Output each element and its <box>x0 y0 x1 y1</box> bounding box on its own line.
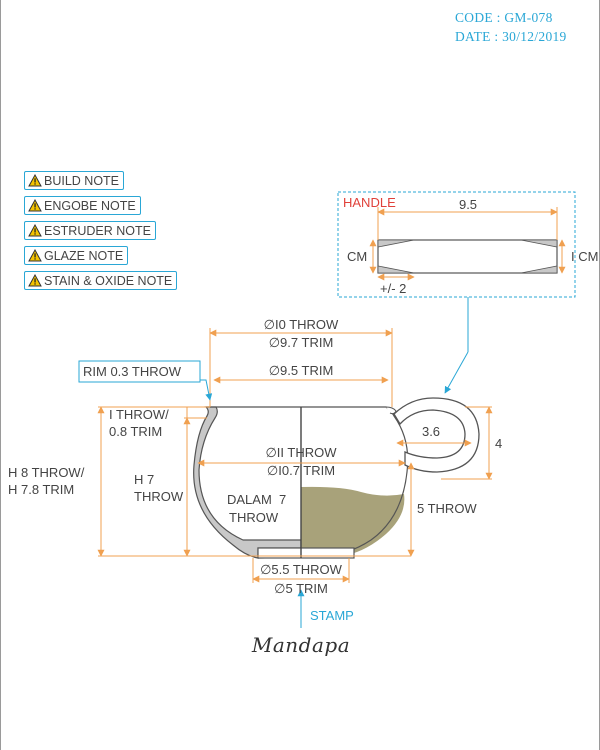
engobe-note-button[interactable]: ENGOBE NOTE <box>24 196 141 215</box>
code-label: CODE : GM-078 <box>455 10 553 25</box>
note-label: ESTRUDER NOTE <box>44 223 151 238</box>
foot-throw-label: ∅5.5 THROW <box>260 562 342 577</box>
handle-left-unit: CM <box>347 249 368 264</box>
warning-icon <box>28 174 42 187</box>
top-throw-label: ∅I0 THROW <box>263 317 339 332</box>
header-info: CODE : GM-078 DATE : 30/12/2019 <box>455 8 567 46</box>
handle-detail-box <box>337 191 576 298</box>
inner-height-throw: THROW <box>134 489 184 504</box>
rim-leader <box>200 379 213 401</box>
cup-section <box>193 406 409 559</box>
foot-trim-label: ∅5 TRIM <box>274 581 328 596</box>
note-label: GLAZE NOTE <box>44 248 124 263</box>
note-label: STAIN & OXIDE NOTE <box>44 273 173 288</box>
rim-label: RIM 0.3 THROW <box>83 364 181 379</box>
handle-height-label: 4 <box>495 436 503 451</box>
note-label: ENGOBE NOTE <box>44 198 136 213</box>
rim-label-box <box>78 360 201 383</box>
handle-leader-arrow <box>444 351 469 394</box>
body-throw-label: ∅II THROW <box>265 445 337 460</box>
handle-tolerance: +/- 2 <box>380 281 407 296</box>
handle-length-dimension <box>369 207 566 281</box>
lip-trim-label: 0.8 TRIM <box>109 424 163 439</box>
lip-throw-label: I THROW/ <box>109 407 169 422</box>
stamp-label: STAMP <box>310 608 354 623</box>
estruder-note-button[interactable]: ESTRUDER NOTE <box>24 221 156 240</box>
total-height-trim: H 7.8 TRIM <box>8 482 75 497</box>
stain-oxide-note-button[interactable]: STAIN & OXIDE NOTE <box>24 271 178 290</box>
handle-length-label: 9.5 <box>458 197 478 212</box>
glaze-note-button[interactable]: GLAZE NOTE <box>24 246 129 265</box>
handle-cross-section <box>377 239 558 274</box>
warning-icon <box>28 249 42 262</box>
handle-right-unit: I CM <box>571 249 599 264</box>
warning-icon <box>28 224 42 237</box>
date-label: DATE : 30/12/2019 <box>455 29 567 44</box>
lower-throw-label: 5 THROW <box>417 501 477 516</box>
depth-label: DALAM 7 <box>227 492 287 507</box>
body-trim-label: ∅I0.7 TRIM <box>266 463 336 478</box>
inner-height-h: H 7 <box>134 472 155 487</box>
dimension-lines <box>97 328 493 583</box>
warning-icon <box>28 274 42 287</box>
handle-inner-label: 3.6 <box>421 424 441 439</box>
total-height-throw: H 8 THROW/ <box>8 465 85 480</box>
note-label: BUILD NOTE <box>44 173 120 188</box>
build-note-button[interactable]: BUILD NOTE <box>24 171 125 190</box>
top-trim-label: ∅9.7 TRIM <box>268 335 334 350</box>
inner-trim-label: ∅9.5 TRIM <box>268 363 334 378</box>
handle-title: HANDLE <box>343 195 396 210</box>
warning-icon <box>28 199 42 212</box>
brand-logo: Mandapa <box>251 633 351 657</box>
depth-throw-label: THROW <box>229 510 279 525</box>
